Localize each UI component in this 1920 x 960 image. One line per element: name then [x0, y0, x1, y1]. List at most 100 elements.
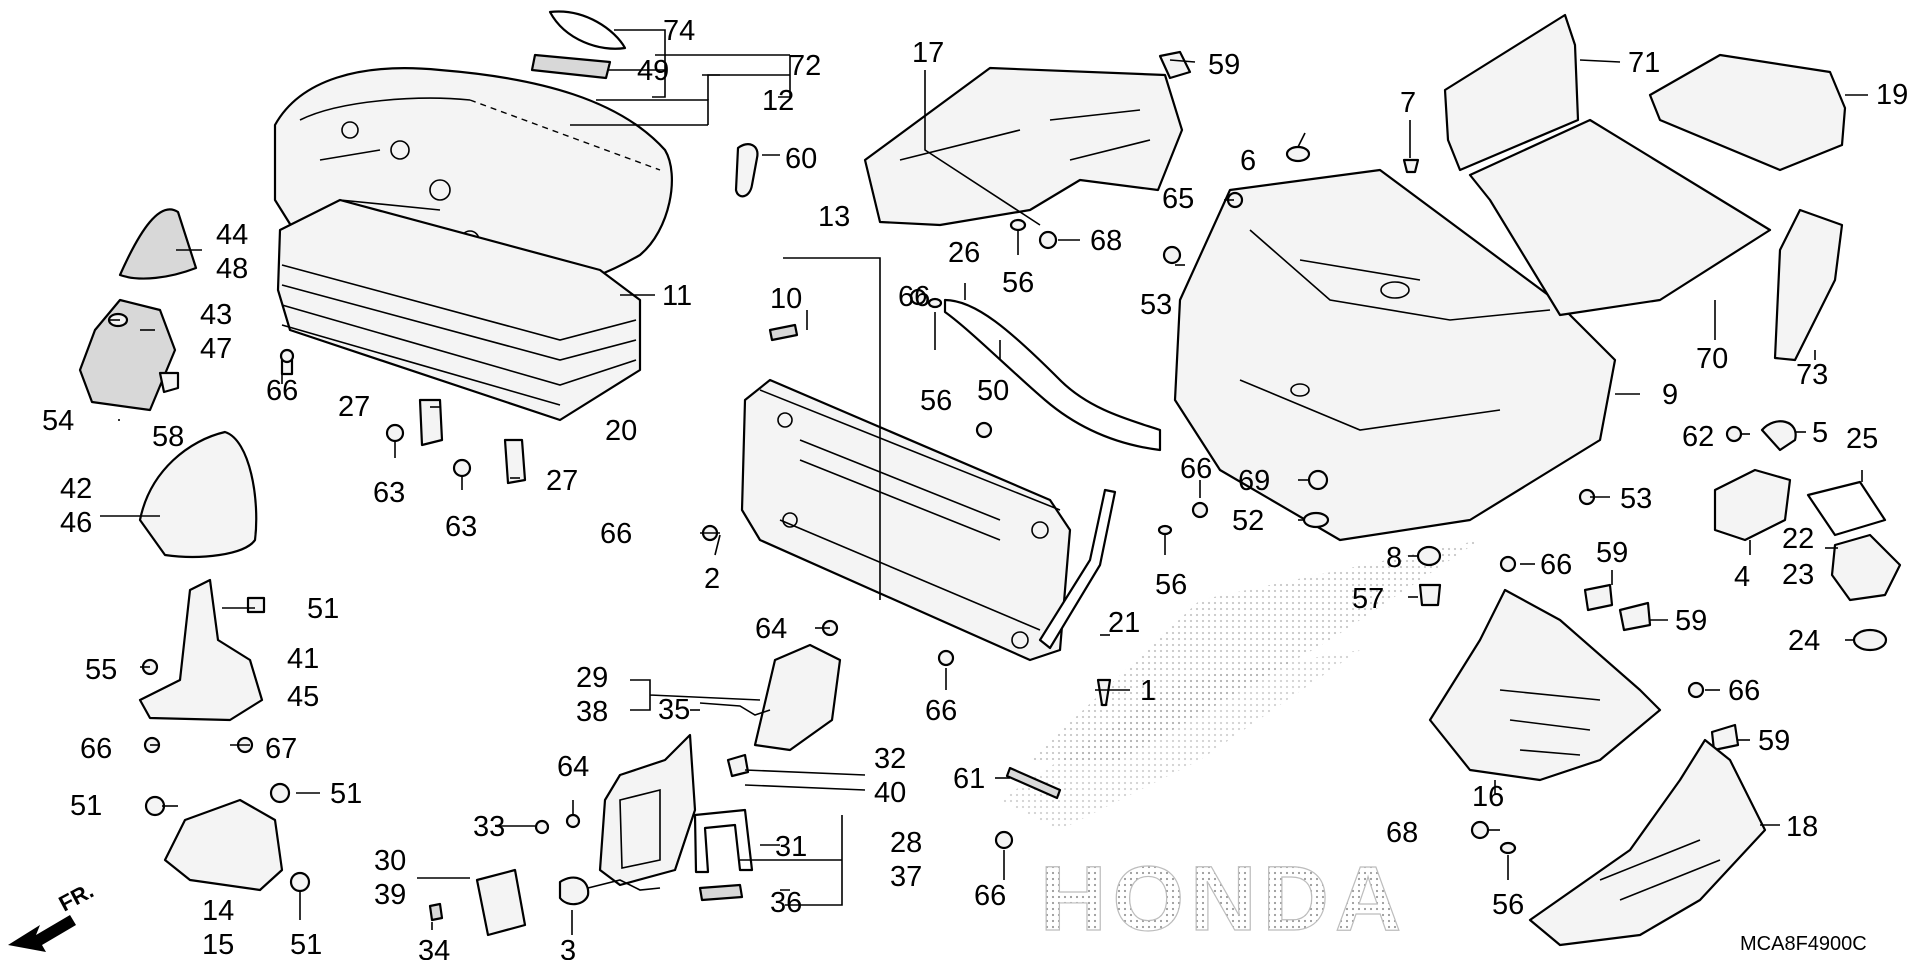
callout-37: 37 [890, 861, 922, 893]
part-60-drawing [734, 143, 759, 198]
callout-27a: 27 [338, 391, 370, 423]
part-27b-drawing [503, 438, 527, 485]
callout-23: 23 [1782, 559, 1814, 591]
callout-64a: 64 [755, 613, 787, 645]
part-14-drawing [163, 798, 284, 892]
callout-66f: 66 [925, 695, 957, 727]
part-18-drawing [1528, 738, 1767, 947]
callout-50: 50 [977, 375, 1009, 407]
callout-51b: 51 [70, 790, 102, 822]
part-31-drawing [693, 808, 754, 874]
part-32-drawing [726, 753, 750, 778]
callout-1: 1 [1140, 675, 1156, 707]
callout-24: 24 [1788, 625, 1820, 657]
callout-labels: 74 72 49 12 60 44 48 11 43 47 66 20 54 5… [42, 15, 1908, 960]
part-19-drawing [1648, 53, 1847, 172]
part-59b-drawing [1583, 583, 1614, 612]
callout-5: 5 [1812, 417, 1828, 449]
front-arrow-label: FR. [55, 878, 98, 917]
callout-56a: 56 [1002, 267, 1034, 299]
part-8-drawing [1416, 545, 1442, 567]
part-34-drawing [428, 902, 444, 922]
callout-66a: 66 [266, 375, 298, 407]
part-30-drawing [475, 868, 527, 937]
callout-43: 43 [200, 299, 232, 331]
diagram-code: MCA8F4900C [1740, 933, 1867, 955]
callout-8: 8 [1386, 542, 1402, 574]
callout-74: 74 [663, 15, 695, 47]
callout-63b: 63 [445, 511, 477, 543]
part-52-drawing [1302, 511, 1330, 529]
callout-34: 34 [418, 935, 450, 960]
callout-55: 55 [85, 654, 117, 686]
callout-47: 47 [200, 333, 232, 365]
front-arrow-icon [8, 915, 76, 952]
callout-66g: 66 [974, 880, 1006, 912]
callout-59c: 59 [1675, 605, 1707, 637]
callout-72: 72 [789, 50, 821, 82]
callout-36: 36 [770, 887, 802, 919]
callout-6: 6 [1240, 145, 1256, 177]
callout-33: 33 [473, 811, 505, 843]
part-56d-drawing [1499, 841, 1517, 855]
part-68b-drawing [1470, 820, 1490, 840]
part-17-drawing [863, 66, 1184, 227]
part-9-drawing [1173, 168, 1617, 542]
callout-13: 13 [818, 201, 850, 233]
callout-64b: 64 [557, 751, 589, 783]
callout-17: 17 [912, 37, 944, 69]
callout-66b: 66 [80, 733, 112, 765]
callout-9: 9 [1662, 379, 1678, 411]
callout-29: 29 [576, 662, 608, 694]
callout-42: 42 [60, 473, 92, 505]
callout-26: 26 [948, 237, 980, 269]
part-21-drawing [1038, 488, 1117, 650]
callout-41: 41 [287, 643, 319, 675]
part-57-drawing [1418, 583, 1442, 607]
callout-31: 31 [775, 831, 807, 863]
callout-14: 14 [202, 895, 234, 927]
part-16-drawing [1428, 588, 1662, 782]
part-61-drawing [1005, 766, 1062, 800]
callout-20: 20 [605, 415, 637, 447]
callout-38: 38 [576, 696, 608, 728]
part-24-drawing [1852, 628, 1888, 652]
callout-63a: 63 [373, 477, 405, 509]
callout-62: 62 [1682, 421, 1714, 453]
callout-4: 4 [1734, 561, 1750, 593]
part-4-drawing [1713, 468, 1792, 542]
part-70-drawing [1468, 118, 1772, 317]
callout-30: 30 [374, 845, 406, 877]
part-73-drawing [1773, 208, 1844, 362]
callout-59a: 59 [1208, 49, 1240, 81]
callout-61: 61 [953, 763, 985, 795]
callout-45: 45 [287, 681, 319, 713]
part-27a-drawing [418, 398, 444, 447]
callout-19: 19 [1876, 79, 1908, 111]
callout-27b: 27 [546, 465, 578, 497]
callout-46: 46 [60, 507, 92, 539]
part-29-drawing [753, 643, 842, 752]
part-49-drawing [530, 53, 612, 80]
callout-66d: 66 [1180, 453, 1212, 485]
callout-49: 49 [637, 55, 669, 87]
callout-10: 10 [770, 283, 802, 315]
part-59c-drawing [1618, 601, 1652, 632]
part-11-20-drawing [276, 198, 642, 422]
callout-52: 52 [1232, 505, 1264, 537]
callout-51a: 51 [307, 593, 339, 625]
callout-2: 2 [704, 563, 720, 595]
callout-44: 44 [216, 219, 248, 251]
callout-65: 65 [1162, 183, 1194, 215]
part-6-drawing [1285, 145, 1311, 163]
part-22-drawing [1830, 533, 1902, 602]
honda-watermark-text: HONDA [1040, 848, 1407, 950]
callout-68a: 68 [1090, 225, 1122, 257]
callout-58: 58 [152, 421, 184, 453]
part-13-drawing [740, 378, 1072, 662]
callout-66i: 66 [1728, 675, 1760, 707]
part-62-drawing [1725, 425, 1743, 443]
callout-40: 40 [874, 777, 906, 809]
callout-39: 39 [374, 879, 406, 911]
